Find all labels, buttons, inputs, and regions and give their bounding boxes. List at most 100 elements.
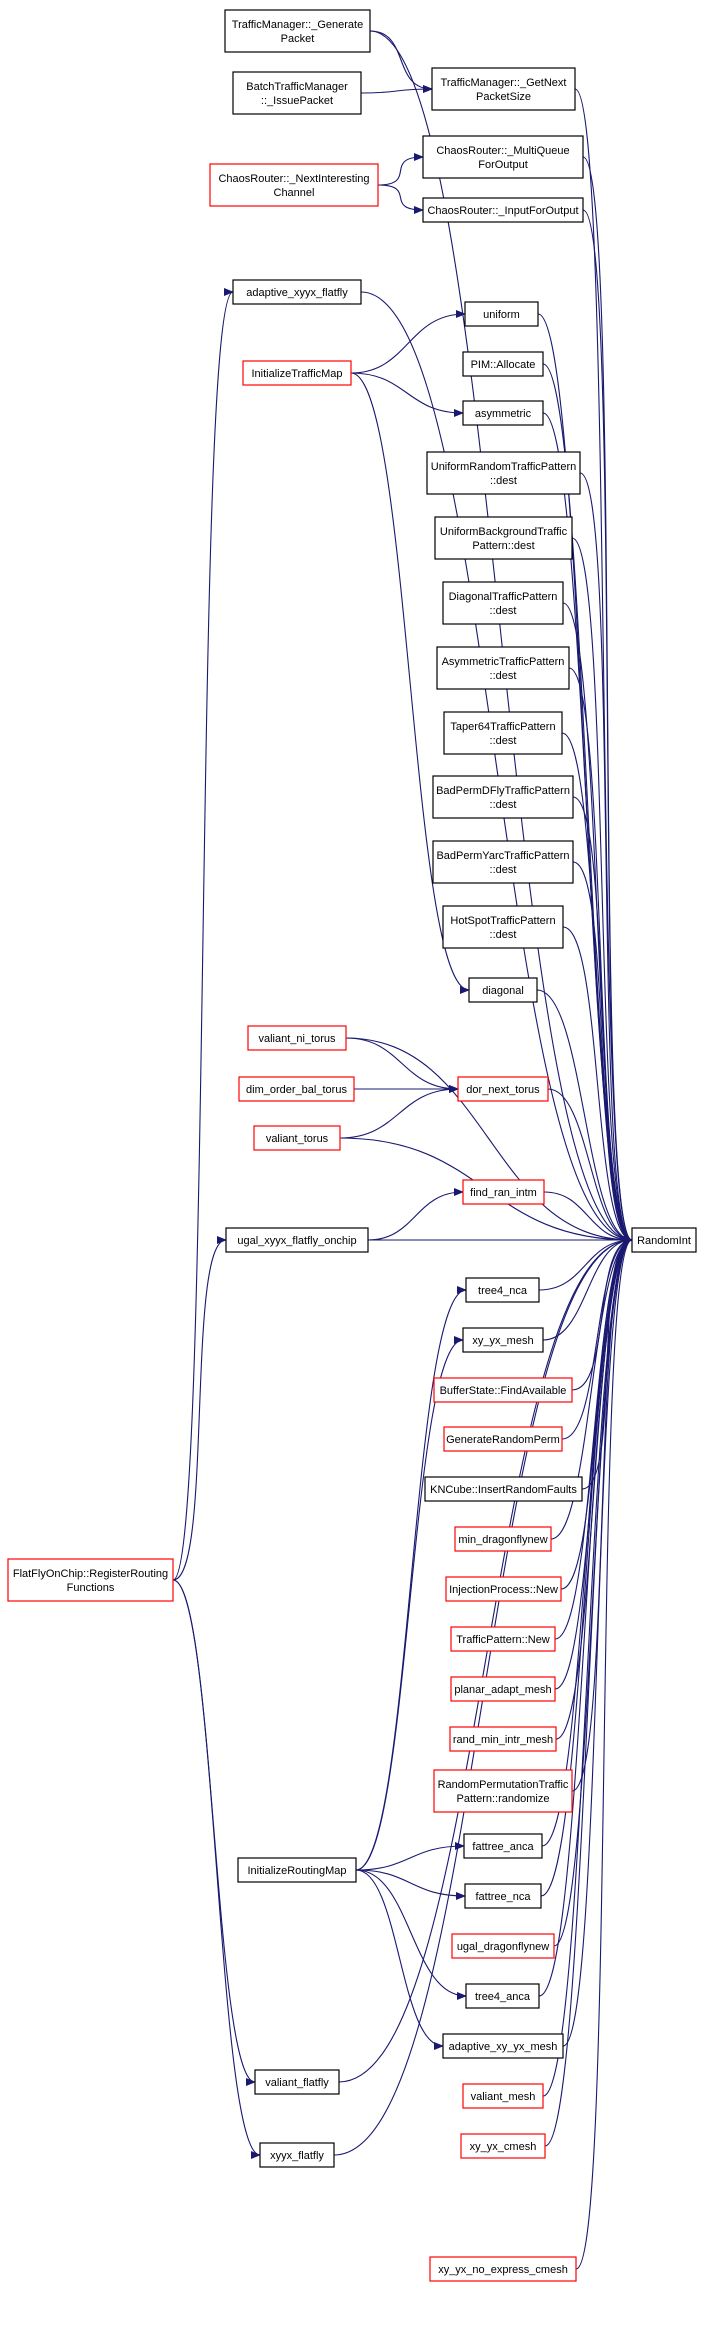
node-label: BadPermYarcTrafficPattern — [436, 850, 569, 862]
node-label: KNCube::InsertRandomFaults — [430, 1484, 577, 1496]
node-injection-process-new[interactable]: InjectionProcess::New — [445, 1576, 562, 1602]
node-taper64-tp[interactable]: Taper64TrafficPattern::dest — [443, 711, 563, 755]
node-bufferstate-findavailable[interactable]: BufferState::FindAvailable — [433, 1377, 573, 1403]
node-uniform-random-tp[interactable]: UniformRandomTrafficPattern::dest — [426, 451, 581, 495]
node-init-routing-map[interactable]: InitializeRoutingMap — [237, 1857, 357, 1883]
node-dor-next-torus[interactable]: dor_next_torus — [457, 1076, 549, 1102]
node-dim-order-bal-torus[interactable]: dim_order_bal_torus — [238, 1076, 355, 1102]
node-label: AsymmetricTrafficPattern — [442, 656, 565, 668]
node-box — [242, 360, 352, 386]
node-label: uniform — [483, 309, 520, 321]
node-box — [209, 163, 379, 207]
node-label: tree4_anca — [475, 1991, 531, 2003]
edge-init-routing-map-to-adaptive-xy-yx-mesh — [355, 1869, 444, 2050]
node-fattree-anca[interactable]: fattree_anca — [463, 1833, 543, 1859]
node-adaptive-xy-yx-mesh[interactable]: adaptive_xy_yx_mesh — [442, 2033, 564, 2059]
node-box — [442, 905, 564, 949]
node-random-int[interactable]: RandomInt — [631, 1227, 697, 1253]
node-pim-allocate[interactable]: PIM::Allocate — [462, 351, 544, 377]
node-valiant-flatfly[interactable]: valiant_flatfly — [254, 2069, 340, 2095]
node-valiant-torus[interactable]: valiant_torus — [253, 1125, 341, 1151]
node-badperm-dfly-tp[interactable]: BadPermDFlyTrafficPattern::dest — [432, 775, 574, 819]
node-label: Taper64TrafficPattern — [450, 721, 555, 733]
node-chaos-inputforoutput[interactable]: ChaosRouter::_InputForOutput — [422, 197, 584, 223]
node-xy-yx-no-express-cmesh[interactable]: xy_yx_no_express_cmesh — [429, 2256, 577, 2282]
edge-valiant-flatfly-to-random-int — [338, 1236, 633, 2083]
node-valiant-mesh[interactable]: valiant_mesh — [462, 2083, 544, 2109]
node-tree4-nca[interactable]: tree4_nca — [465, 1277, 540, 1303]
node-box — [254, 2069, 340, 2095]
node-label: adaptive_xyyx_flatfly — [246, 287, 348, 299]
nodes-layer: TrafficManager::_GeneratePacketBatchTraf… — [7, 9, 697, 2282]
node-asymmetric[interactable]: asymmetric — [462, 400, 544, 426]
node-box — [433, 1769, 573, 1813]
node-init-traffic-map[interactable]: InitializeTrafficMap — [242, 360, 352, 386]
node-generate-random-perm[interactable]: GenerateRandomPerm — [443, 1426, 563, 1452]
node-label: UniformBackgroundTraffic — [440, 526, 568, 538]
edge-flatfly-register-to-adaptive-xyyx-flatfly — [172, 288, 234, 1581]
node-label: Pattern::dest — [472, 540, 534, 552]
node-box — [225, 1227, 369, 1253]
edge-valiant-mesh-to-random-int — [542, 1236, 633, 2097]
node-diagonal-tp[interactable]: DiagonalTrafficPattern::dest — [442, 581, 564, 625]
node-uniform[interactable]: uniform — [464, 301, 539, 327]
node-label: ::dest — [490, 605, 517, 617]
node-box — [631, 1227, 697, 1253]
edge-chaos-nextinteresting-to-chaos-inputforoutput — [377, 184, 424, 214]
node-label: BadPermDFlyTrafficPattern — [436, 785, 570, 797]
node-box — [465, 1983, 540, 2009]
node-box — [247, 1025, 347, 1051]
node-label: ::dest — [490, 735, 517, 747]
node-xy-yx-mesh[interactable]: xy_yx_mesh — [462, 1327, 544, 1353]
node-hotspot-tp[interactable]: HotSpotTrafficPattern::dest — [442, 905, 564, 949]
node-xy-yx-cmesh[interactable]: xy_yx_cmesh — [460, 2133, 546, 2159]
node-asymmetric-tp[interactable]: AsymmetricTrafficPattern::dest — [436, 646, 570, 690]
node-kncube-insert[interactable]: KNCube::InsertRandomFaults — [424, 1476, 583, 1502]
node-label: xyyx_flatfly — [270, 2150, 324, 2162]
node-ugal-dragonflynew[interactable]: ugal_dragonflynew — [451, 1933, 555, 1959]
node-random-perm-tp[interactable]: RandomPermutationTrafficPattern::randomi… — [433, 1769, 573, 1813]
node-box — [432, 840, 574, 884]
node-xyyx-flatfly[interactable]: xyyx_flatfly — [259, 2142, 335, 2168]
node-find-ran-intm[interactable]: find_ran_intm — [462, 1179, 545, 1205]
node-label: RandomPermutationTraffic — [438, 1779, 569, 1791]
node-box — [463, 1833, 543, 1859]
edge-flatfly-register-to-xyyx-flatfly — [172, 1579, 261, 2159]
node-traffic-pattern-new[interactable]: TrafficPattern::New — [450, 1626, 556, 1652]
node-planar-adapt-mesh[interactable]: planar_adapt_mesh — [450, 1676, 556, 1702]
node-label: TrafficManager::_GetNext — [441, 77, 567, 89]
node-batch-issue[interactable]: BatchTrafficManager::_IssuePacket — [232, 71, 362, 115]
node-label: min_dragonflynew — [458, 1534, 547, 1546]
node-min-dragonflynew[interactable]: min_dragonflynew — [454, 1526, 552, 1552]
node-fattree-nca[interactable]: fattree_nca — [464, 1883, 542, 1909]
node-label: Channel — [274, 187, 315, 199]
node-box — [238, 1076, 355, 1102]
node-label: TrafficPattern::New — [456, 1634, 550, 1646]
node-label: TrafficManager::_Generate — [232, 19, 363, 31]
node-label: ::_IssuePacket — [261, 95, 333, 107]
node-rand-min-intr-mesh[interactable]: rand_min_intr_mesh — [449, 1726, 557, 1752]
node-tree4-anca[interactable]: tree4_anca — [465, 1983, 540, 2009]
node-diagonal[interactable]: diagonal — [468, 977, 538, 1003]
node-box — [432, 775, 574, 819]
node-ugal-xyyx-flatfly-onchip[interactable]: ugal_xyyx_flatfly_onchip — [225, 1227, 369, 1253]
node-box — [449, 1726, 557, 1752]
node-label: BufferState::FindAvailable — [440, 1385, 567, 1397]
node-box — [442, 2033, 564, 2059]
node-valiant-ni-torus[interactable]: valiant_ni_torus — [247, 1025, 347, 1051]
node-badperm-yarc-tp[interactable]: BadPermYarcTrafficPattern::dest — [432, 840, 574, 884]
node-label: diagonal — [482, 985, 524, 997]
edge-valiant-ni-torus-to-random-int — [345, 1037, 633, 1244]
node-label: ::dest — [490, 670, 517, 682]
node-label: xy_yx_no_express_cmesh — [438, 2264, 568, 2276]
node-label: dim_order_bal_torus — [246, 1084, 347, 1096]
edge-tm-generate-to-random-int — [369, 30, 633, 1244]
node-adaptive-xyyx-flatfly[interactable]: adaptive_xyyx_flatfly — [232, 279, 362, 305]
